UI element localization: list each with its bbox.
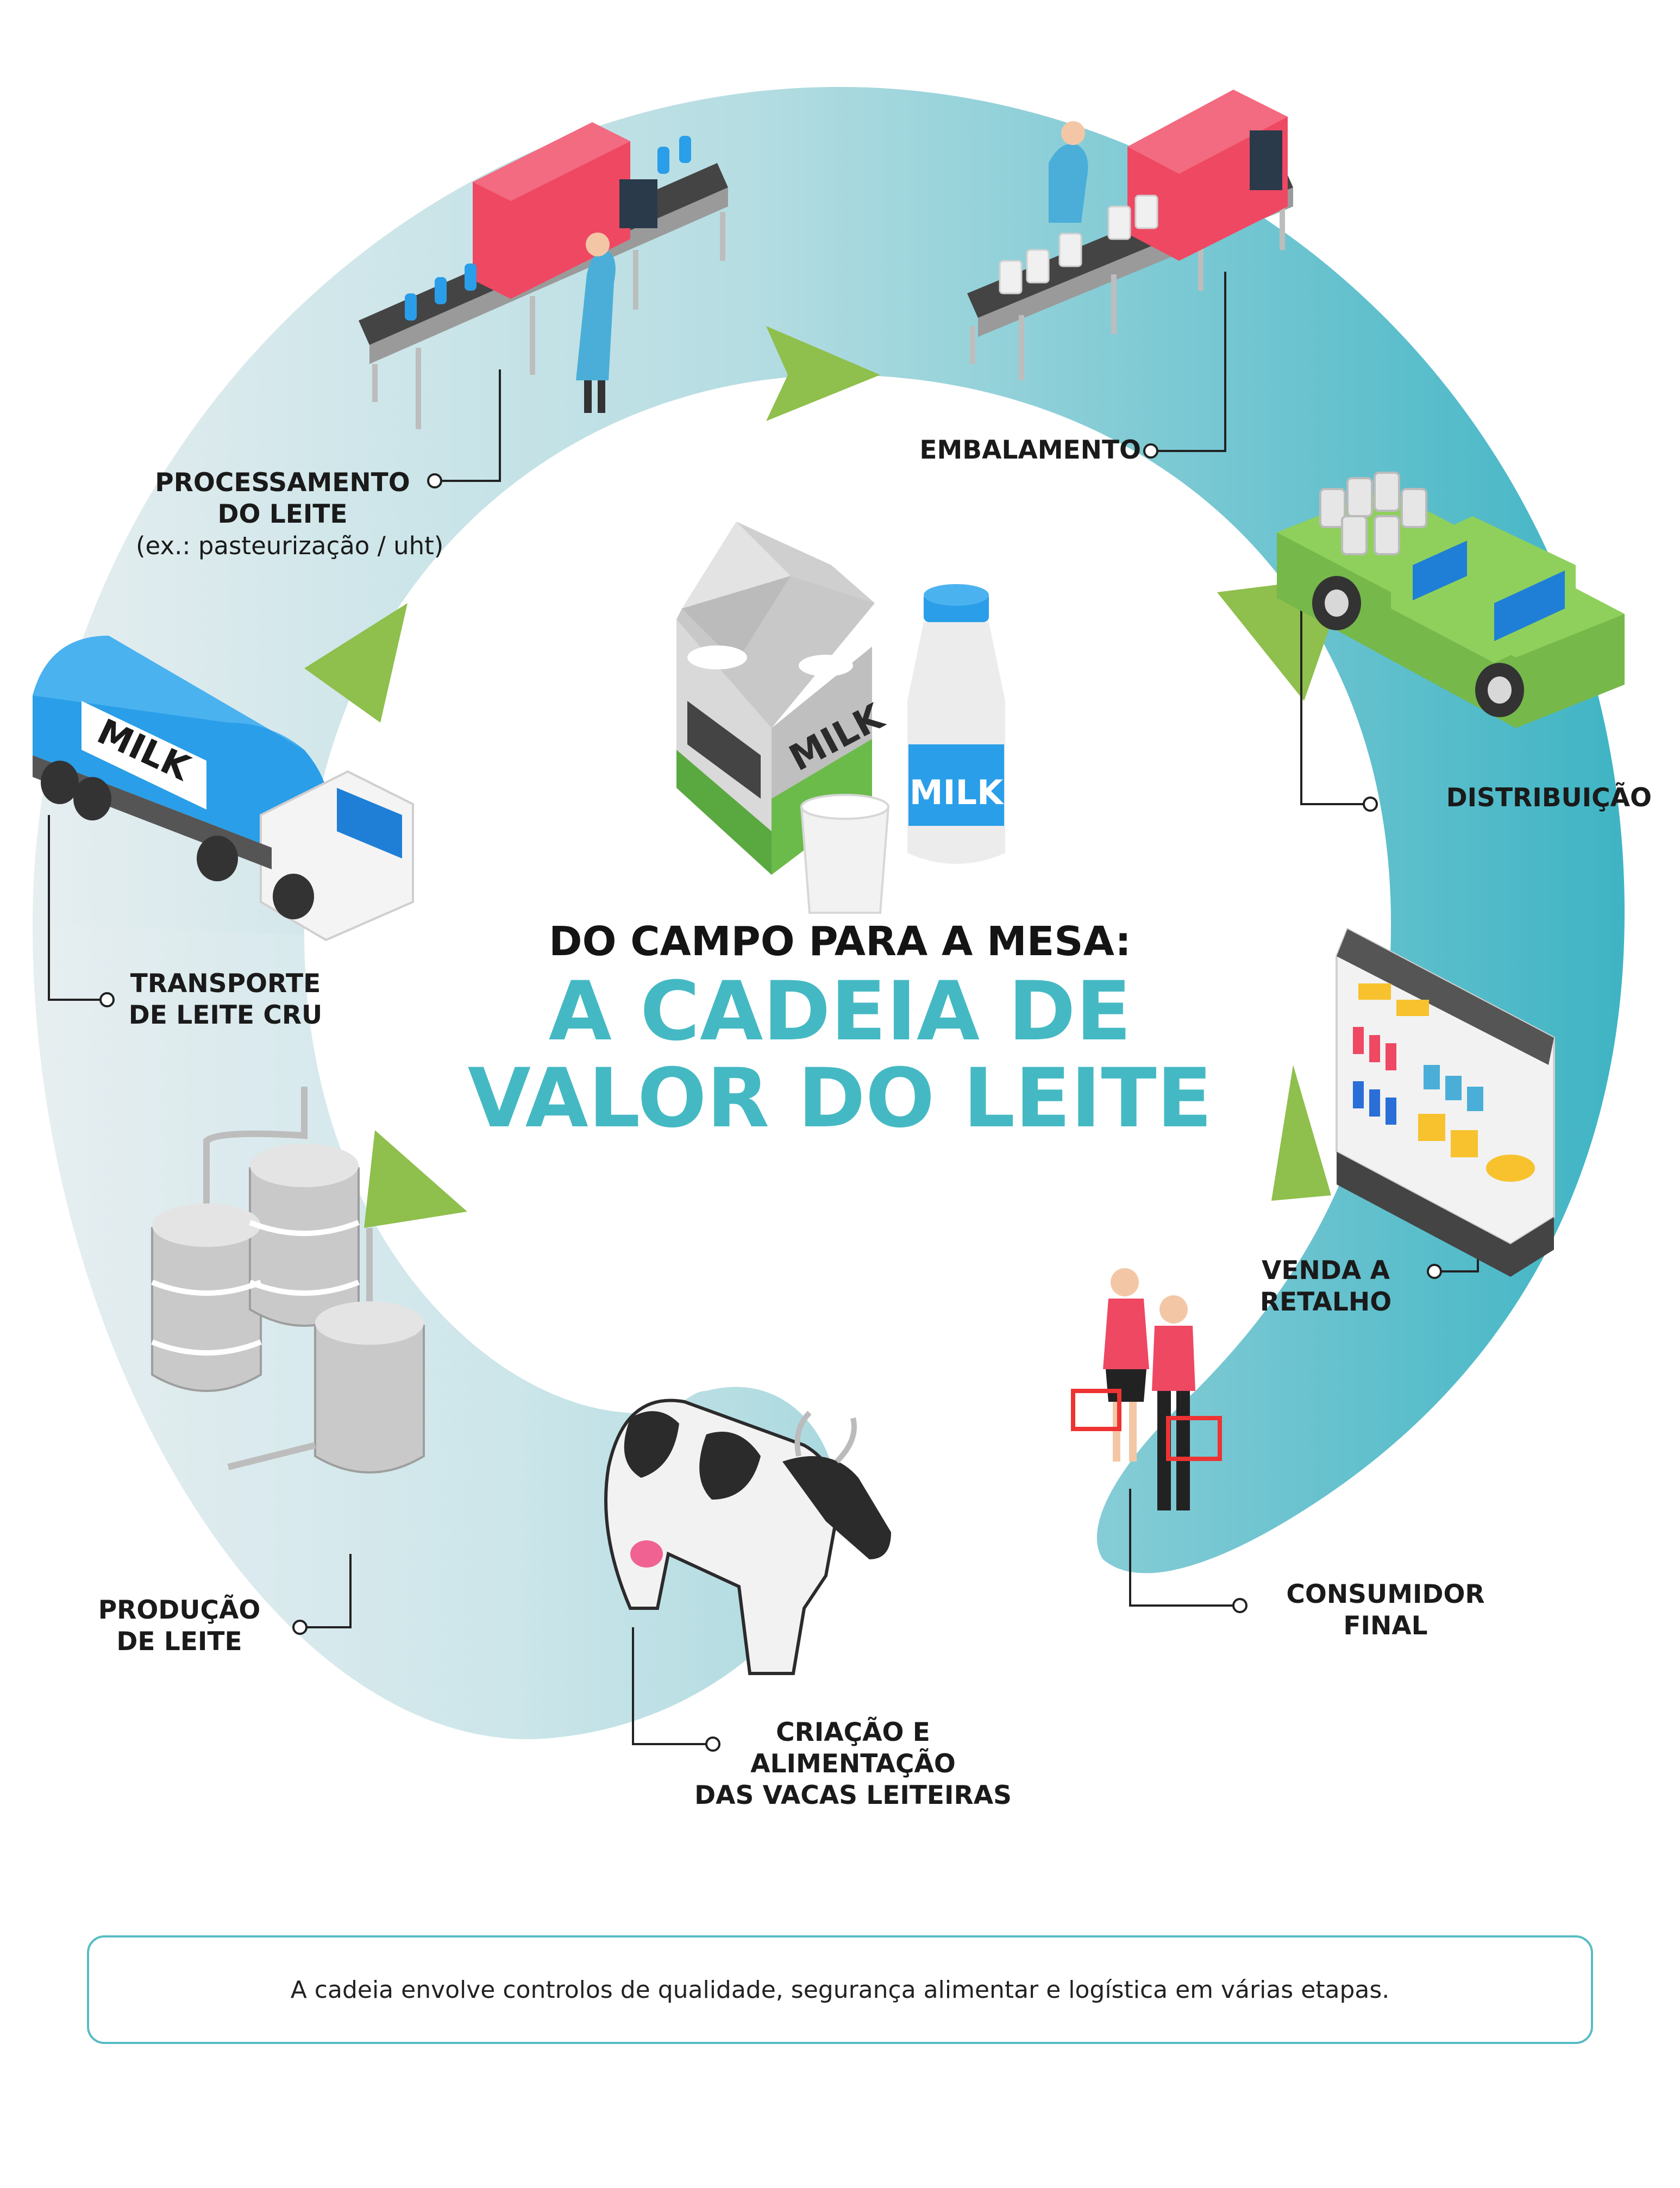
bottle-label: MILK: [910, 773, 1004, 812]
shoppers-icon: [1071, 1268, 1222, 1510]
milk-bottle-icon: MILK: [907, 584, 1005, 864]
store-shelf-icon: [1336, 927, 1555, 1277]
footer-note-box: A cadeia envolve controlos de qualidade,…: [87, 1935, 1593, 2044]
title-line-2a: A CADEIA DE: [548, 964, 1132, 1059]
title-main: A CADEIA DE VALOR DO LEITE: [0, 968, 1680, 1142]
connector-dots: [99, 443, 1442, 1752]
processing-line-icon: [359, 122, 728, 429]
arrow-to-transporte: [304, 603, 408, 723]
arrow-to-venda: [1271, 1065, 1331, 1201]
delivery-truck-icon: [1277, 472, 1625, 728]
stage-label-embalamento: EMBALAMENTO: [919, 435, 1141, 465]
title-line-1: DO CAMPO PARA A MESA:: [549, 918, 1131, 965]
milk-tanker-truck-icon: MILK: [33, 636, 414, 942]
title-line-2b: VALOR DO LEITE: [467, 1051, 1213, 1146]
milk-glass-icon: [800, 794, 890, 914]
cow-icon: [604, 1399, 891, 1675]
arrow-to-embalamento: [766, 326, 880, 421]
stage-label-distribuicao: DISTRIBUIÇÃO: [1446, 783, 1652, 813]
arrow-to-producao: [364, 1130, 467, 1228]
milk-tanks-icon: [151, 1087, 425, 1474]
packaging-line-icon: [967, 90, 1293, 380]
footer-note-text: A cadeia envolve controlos de qualidade,…: [290, 1976, 1390, 2004]
